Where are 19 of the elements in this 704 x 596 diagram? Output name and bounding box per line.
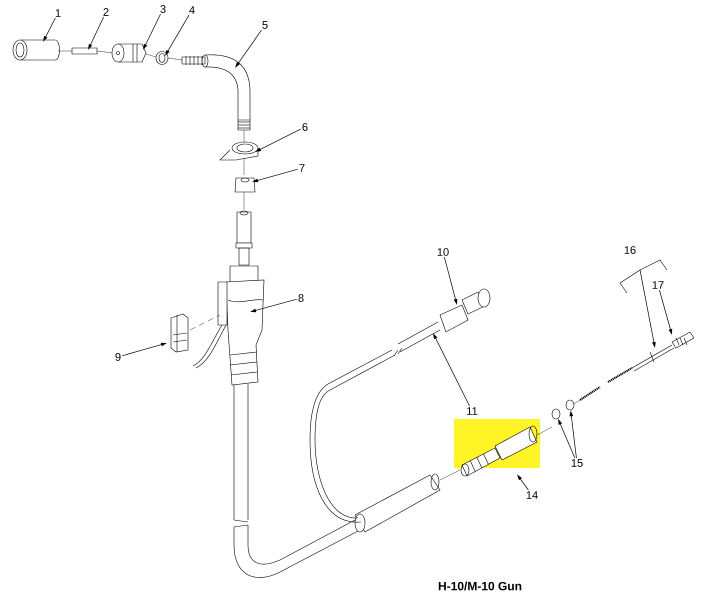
callout-number: 1 xyxy=(56,9,61,17)
callout-number: 10 xyxy=(438,248,449,256)
callout-number: 3 xyxy=(160,5,166,13)
callout-number: 17 xyxy=(652,281,664,289)
caption: H-10/M-10 Gun xyxy=(438,582,522,590)
callout-number: 8 xyxy=(298,294,304,302)
callout-number: 4 xyxy=(189,6,195,14)
callout-number: 5 xyxy=(262,21,268,29)
callout-number: 2 xyxy=(104,8,109,16)
fitting-drawing xyxy=(460,426,538,476)
callout-number: 15 xyxy=(572,459,583,467)
callout-number: 14 xyxy=(526,491,538,499)
callout-number: 16 xyxy=(624,246,636,254)
callout-number: 7 xyxy=(300,164,305,172)
callout-number: 6 xyxy=(302,123,308,131)
callout-number: 11 xyxy=(467,407,478,415)
o-ring xyxy=(552,408,560,420)
callout-number: 9 xyxy=(115,353,121,361)
o-ring xyxy=(566,400,574,410)
